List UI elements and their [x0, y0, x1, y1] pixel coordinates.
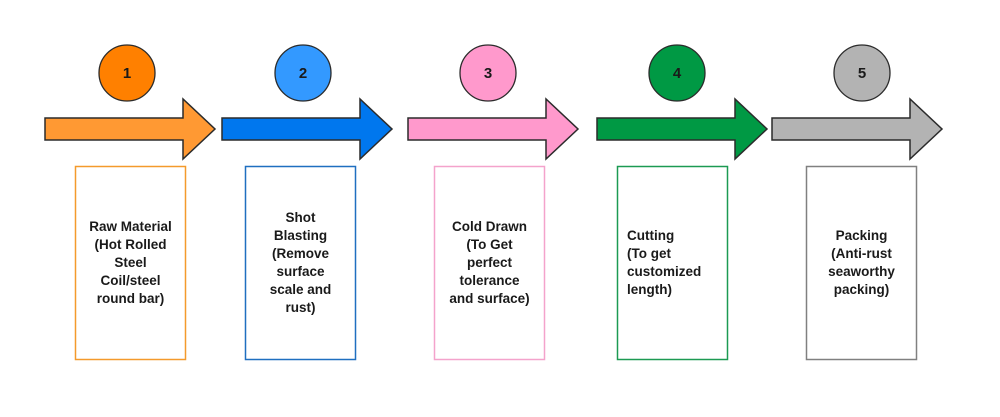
step-5-box [805, 165, 918, 361]
step-2-number: 2 [299, 65, 307, 82]
step-1-description: Raw Material (Hot Rolled Steel Coil/stee… [89, 219, 172, 306]
step-1: 1 [44, 44, 217, 361]
step-4: 4 [596, 44, 769, 361]
step-4-description: Cutting (To get customized length) [627, 228, 702, 297]
step-3-description: Cold Drawn (To Get perfect tolerance and… [449, 219, 530, 306]
step-2-box [244, 165, 357, 361]
step-4-box [616, 165, 729, 361]
step-5-number-circle [833, 44, 891, 102]
step-2: 2 [221, 44, 394, 361]
step-5-number: 5 [858, 65, 866, 82]
step-4-number: 4 [673, 65, 682, 82]
step-3-arrow [407, 97, 580, 161]
step-1-arrow [44, 97, 217, 161]
step-5-arrow [771, 97, 944, 161]
step-5-description: Packing (Anti-rust seaworthy packing) [828, 228, 895, 297]
step-2-arrow [221, 97, 394, 161]
step-4-description-box: Cutting (To get customized length) [617, 166, 728, 360]
step-1-number-circle [98, 44, 156, 102]
step-2-description-box: Shot Blasting (Remove surface scale and … [245, 166, 356, 360]
step-2-description: Shot Blasting (Remove surface scale and … [269, 210, 332, 315]
step-3-box [433, 165, 546, 361]
step-4-number-circle [648, 44, 706, 102]
step-1-box [74, 165, 187, 361]
step-4-arrow [596, 97, 769, 161]
step-5: 5 [771, 44, 944, 361]
step-1-description-box: Raw Material (Hot Rolled Steel Coil/stee… [75, 166, 186, 360]
step-1-number: 1 [123, 65, 131, 82]
step-5-description-box: Packing (Anti-rust seaworthy packing) [806, 166, 917, 360]
step-3-number-circle [459, 44, 517, 102]
step-3-description-box: Cold Drawn (To Get perfect tolerance and… [434, 166, 545, 360]
step-2-number-circle [274, 44, 332, 102]
step-3-number: 3 [484, 65, 492, 82]
step-3: 3 [407, 44, 580, 361]
